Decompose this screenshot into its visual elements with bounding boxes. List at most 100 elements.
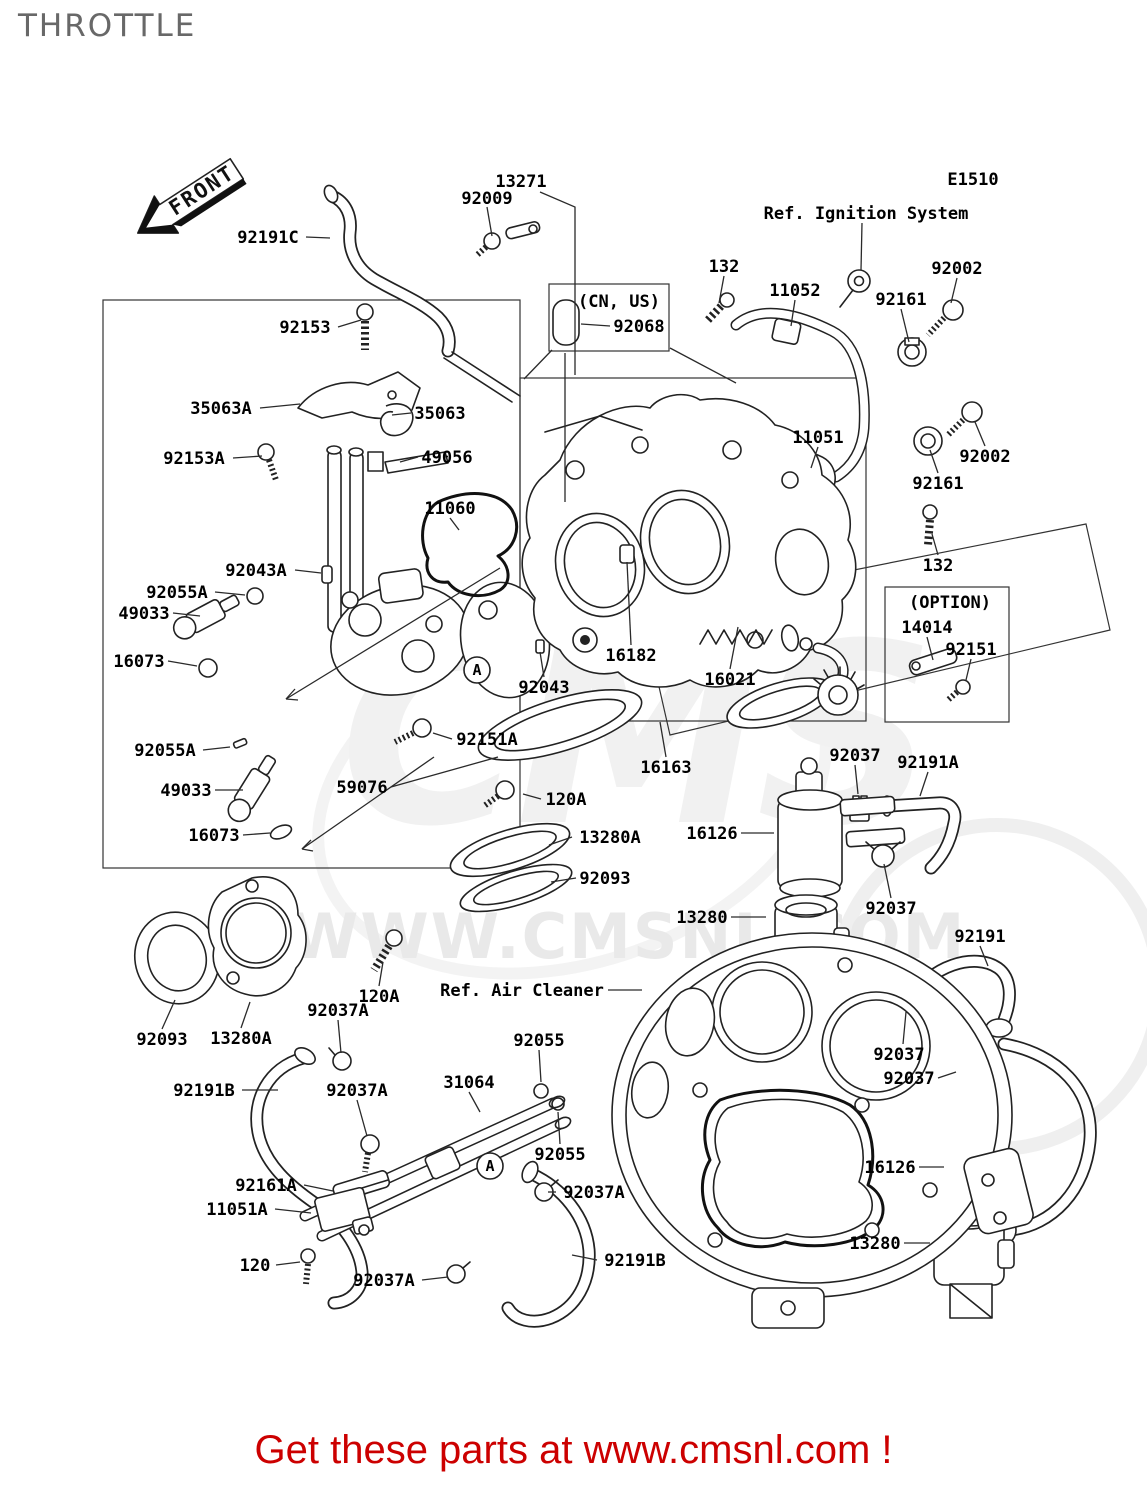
part-label: 92191C — [237, 228, 298, 248]
part-label: Ref. Air Cleaner — [440, 981, 604, 1001]
part-label: 92055 — [534, 1145, 585, 1165]
part-label: 92153A — [163, 449, 224, 469]
leader-line — [550, 877, 577, 883]
part-label: 11051A — [206, 1200, 267, 1220]
leader-line — [860, 222, 863, 271]
leader-line — [468, 1091, 481, 1113]
part-label: 92037 — [873, 1045, 924, 1065]
part-label: (CN, US) — [578, 292, 660, 312]
leader-line — [285, 567, 501, 700]
leader-line — [523, 349, 553, 380]
leader-line — [167, 660, 198, 667]
leader-line — [294, 569, 322, 574]
leader-line — [305, 236, 331, 239]
part-label: 92151A — [456, 730, 517, 750]
leader-line — [919, 771, 929, 797]
leader-line — [539, 191, 576, 375]
leader-line — [979, 945, 989, 967]
igniter-11051A — [314, 1186, 374, 1236]
leader-line — [449, 517, 460, 531]
leader-line — [965, 658, 972, 681]
part-label: 31064 — [443, 1073, 494, 1093]
leader-line — [391, 412, 412, 416]
throttle-body — [521, 393, 857, 688]
part-label: 16182 — [605, 646, 656, 666]
leader-line — [974, 421, 986, 447]
part-label: 16126 — [864, 1158, 915, 1178]
part-label: 120 — [240, 1256, 271, 1276]
part-label: 92068 — [613, 317, 664, 337]
part-label: E1510 — [947, 170, 998, 190]
part-label: 92037A — [563, 1183, 624, 1203]
part-label: 49056 — [421, 448, 472, 468]
part-label: 49033 — [118, 604, 169, 624]
bracket-35063 — [379, 403, 414, 437]
clamp-92037A-b — [360, 1134, 380, 1173]
pin-92055A-bottom — [232, 737, 248, 749]
leader-line — [172, 612, 201, 617]
holder-59076 — [477, 677, 834, 761]
leader-line — [929, 449, 939, 474]
leader-line — [421, 1276, 449, 1281]
leader-line — [486, 206, 493, 237]
fuel-delivery-body — [330, 568, 551, 699]
part-label: 92002 — [931, 259, 982, 279]
sensor-92161-top — [897, 337, 927, 367]
leader-line — [729, 626, 739, 670]
sensor-92161-bottom — [913, 426, 943, 456]
detail-marker-label: A — [485, 1157, 494, 1175]
leader-line — [539, 651, 545, 678]
detail-marker-label: A — [472, 661, 481, 679]
leader-line — [161, 999, 176, 1030]
part-label: 120A — [546, 790, 587, 810]
part-label: 92191B — [173, 1081, 234, 1101]
part-label: 11060 — [424, 499, 475, 519]
group-box-throttle-body — [519, 377, 867, 722]
part-label: 92037 — [829, 746, 880, 766]
leader-line — [240, 1001, 251, 1029]
leader-line — [303, 1184, 334, 1192]
promo-banner: Get these parts at www.cmsnl.com ! — [254, 1428, 893, 1472]
hose-92191 — [901, 954, 1097, 1244]
part-label: 49033 — [160, 781, 211, 801]
throttle-lever-13271 — [473, 221, 541, 259]
leader-line — [626, 561, 632, 646]
oring-92055A-top — [246, 587, 264, 605]
leader-line — [337, 1019, 342, 1054]
part-label: 13280A — [210, 1029, 271, 1049]
leader-line — [232, 455, 263, 459]
leader-line — [548, 836, 573, 846]
part-label: 92037 — [883, 1069, 934, 1089]
leader-line — [810, 446, 819, 469]
leader-line — [301, 756, 435, 850]
part-label: 120A — [359, 987, 400, 1007]
part-label: 14014 — [901, 618, 952, 638]
part-label: 35063 — [414, 404, 465, 424]
part-label: 92037A — [326, 1081, 387, 1101]
part-label: 92161 — [912, 474, 963, 494]
injector-49033-bottom — [227, 754, 277, 823]
leader-line — [356, 1099, 368, 1137]
part-label: 132 — [923, 556, 954, 576]
screw-92002-top — [925, 299, 964, 338]
part-label: Ref. Ignition System — [764, 204, 969, 224]
part-label: 35063A — [190, 399, 251, 419]
screw-120 — [300, 1248, 316, 1285]
part-label: 92055A — [134, 741, 195, 761]
ignition-ring-terminal — [839, 269, 871, 308]
leader-line — [718, 275, 725, 304]
detail-markers: AA — [463, 656, 504, 1180]
screw-132-bottom — [922, 504, 938, 546]
part-label: 13280A — [579, 828, 640, 848]
part-label: 13280 — [676, 908, 727, 928]
leader-line — [790, 299, 796, 327]
part-label: 92002 — [959, 447, 1010, 467]
leader-line — [285, 698, 299, 701]
leader-line — [571, 1254, 598, 1261]
clamp-92037A-d — [446, 1261, 471, 1284]
seal-16073-bottom — [269, 824, 293, 840]
screw-132-top — [705, 292, 735, 323]
leader-line — [538, 1049, 542, 1083]
group-box-cn-us — [548, 283, 670, 352]
part-label: 92037A — [307, 1001, 368, 1021]
